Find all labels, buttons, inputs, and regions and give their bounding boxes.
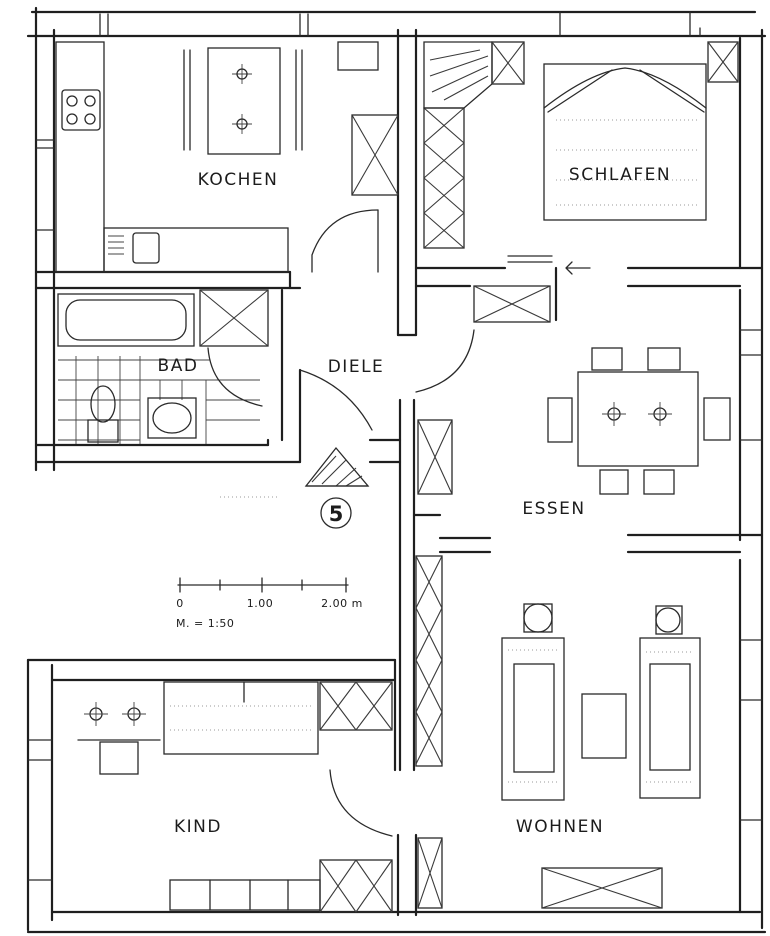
bath-tiles [58, 356, 260, 444]
room-label-bad: BAD [158, 356, 199, 376]
living-window-cabinet [417, 837, 663, 909]
room-label-wohnen: WOHNEN [516, 817, 604, 837]
kid-wardrobe [169, 859, 393, 913]
scale-ratio: M. = 1:50 [176, 617, 234, 630]
kitchen-counters [55, 41, 289, 273]
bath-sink [147, 397, 197, 439]
coffee-table [581, 693, 627, 759]
bath-cabinet [199, 289, 269, 347]
essen-cabinet [417, 285, 551, 495]
kitchen-table [183, 47, 303, 155]
room-label-essen: ESSEN [522, 499, 585, 519]
kid-table [77, 702, 161, 775]
scale-tick-1: 1.00 [247, 597, 274, 610]
kid-cabinet [319, 681, 393, 731]
scale-tick-0: 0 [176, 597, 184, 610]
kitchen-door-swing [311, 209, 379, 273]
hall-door-swing [299, 369, 373, 431]
double-bed [543, 41, 739, 221]
entrance-marker: 5 [304, 446, 370, 529]
bath-door-swing [207, 347, 263, 407]
sofa-right [639, 605, 701, 799]
sofa-left [501, 603, 565, 801]
room-label-kochen: KOCHEN [198, 170, 279, 190]
interior-walls [26, 28, 764, 917]
bathtub [57, 293, 195, 347]
scale-tick-2: 2.00 m [321, 597, 363, 610]
dining-table [547, 347, 731, 495]
wardrobe [423, 41, 525, 249]
bedroom-door [507, 255, 591, 275]
outer-walls [26, 6, 767, 934]
kid-desk [163, 681, 319, 755]
kitchen-cabinet [337, 41, 399, 196]
room-label-schlafen: SCHLAFEN [569, 165, 671, 185]
room-label-kind: KIND [174, 817, 222, 837]
kid-door-swing [329, 769, 393, 837]
living-shelf [415, 555, 443, 767]
toilet [87, 385, 119, 443]
scale-bar: 0 1.00 2.00 m M. = 1:50 [176, 577, 363, 630]
marker-number: 5 [329, 502, 344, 526]
essen-door-swing [415, 329, 475, 393]
room-label-diele: DIELE [328, 357, 385, 377]
